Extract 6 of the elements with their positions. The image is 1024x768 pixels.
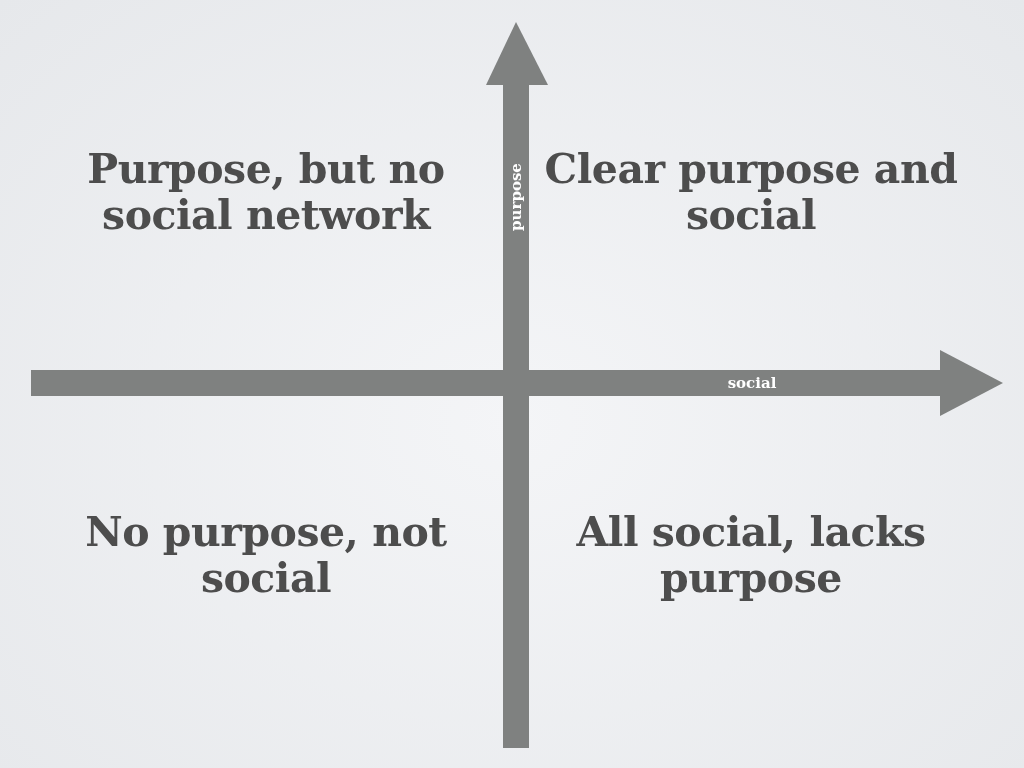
quadrant-label: Clear purpose and social (543, 146, 959, 238)
quadrant-label: All social, lacks purpose (575, 509, 927, 601)
quadrant-label: Purpose, but no social network (86, 146, 446, 238)
axis-label: purpose (507, 163, 525, 231)
quadrant-label: No purpose, not social (84, 509, 448, 601)
axis-label: social (727, 374, 777, 392)
